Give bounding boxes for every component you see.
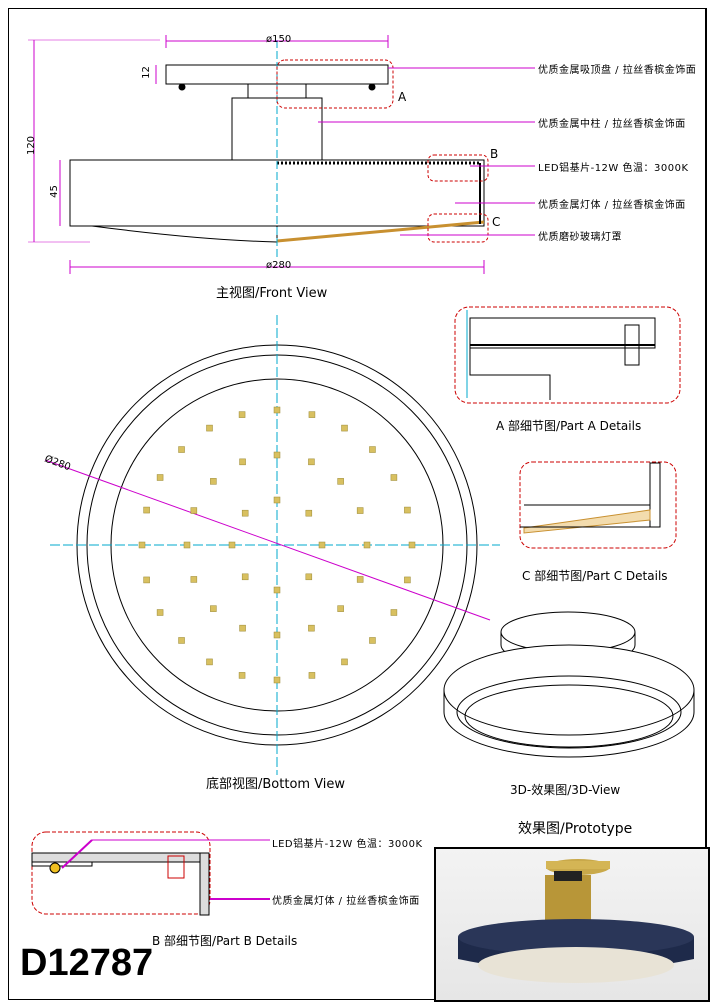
led-chip [308, 458, 315, 466]
led-chip [238, 411, 246, 418]
led-chip [337, 478, 344, 485]
led-chip [390, 609, 398, 616]
led-chip [273, 406, 281, 414]
led-chip [341, 658, 348, 666]
led-chip [408, 541, 416, 549]
prototype-photo [434, 847, 710, 1002]
bottom-view-caption: 底部视图/Bottom View [206, 777, 346, 792]
led-chip [356, 507, 364, 514]
led-chip [156, 474, 164, 481]
note-glass-shade: 优质磨砂玻璃灯罩 [538, 232, 622, 243]
marker-b: B [490, 147, 499, 161]
dim-height-total: 120 [26, 135, 38, 156]
part-b-drawing [31, 831, 270, 916]
part-c-drawing [519, 461, 677, 549]
note-led-board: LED铝基片-12W 色温：3000K [538, 163, 689, 174]
led-chip [210, 605, 217, 612]
bottom-view-drawing [44, 315, 500, 775]
led-chip [239, 458, 246, 466]
dim-height-body: 45 [48, 185, 60, 198]
led-chip [241, 573, 249, 581]
note-lamp-body: 优质金属灯体 / 拉丝香槟金饰面 [538, 200, 686, 211]
led-chip [390, 474, 398, 481]
led-chip [178, 446, 185, 453]
led-chip [341, 424, 348, 432]
led-chip [318, 541, 326, 549]
model-code: D12787 [20, 942, 154, 984]
led-chip [178, 637, 185, 644]
part-a-caption: A 部细节图/Part A Details [496, 419, 642, 433]
led-chip [363, 541, 371, 549]
lamp-photo-illustration [458, 859, 694, 983]
led-chip [210, 478, 217, 485]
3d-view-caption: 3D-效果图/3D-View [510, 783, 621, 797]
led-chip [273, 451, 281, 459]
led-chip [241, 509, 249, 517]
led-chip [273, 631, 281, 639]
dim-width-bottom: ø280 [266, 260, 292, 271]
led-chip [308, 411, 316, 418]
led-chip [308, 672, 316, 679]
led-chip [404, 576, 411, 584]
part-b-caption: B 部细节图/Part B Details [152, 934, 298, 948]
led-chip [356, 576, 364, 583]
led-chip [369, 446, 376, 453]
led-chip [143, 506, 150, 514]
led-chip [156, 609, 164, 616]
drawing-frame [8, 8, 707, 1000]
led-chip [183, 541, 191, 549]
dimension-lines [28, 35, 535, 274]
note-ceiling-plate: 优质金属吸顶盘 / 拉丝香槟金饰面 [538, 65, 697, 76]
dim-height-base: 12 [140, 66, 152, 79]
led-chip [238, 672, 246, 679]
prototype-caption: 效果图/Prototype [518, 821, 633, 837]
part-a-drawing [454, 306, 681, 404]
marker-c: C [492, 215, 501, 229]
3d-view-drawing [443, 611, 695, 758]
led-chip [143, 576, 150, 584]
led-chip [206, 658, 213, 666]
led-chip [273, 676, 281, 684]
led-chip [273, 586, 281, 594]
part-b-note-led: LED铝基片-12W 色温：3000K [272, 839, 423, 850]
led-chip [239, 624, 246, 632]
led-chip [273, 496, 281, 504]
led-chip [369, 637, 376, 644]
led-chip [404, 506, 411, 514]
led-chip [206, 424, 213, 432]
note-center-column: 优质金属中柱 / 拉丝香槟金饰面 [538, 119, 686, 130]
front-view-drawing [69, 40, 489, 260]
led-chip [305, 573, 313, 581]
led-chip [190, 576, 198, 583]
marker-a: A [398, 90, 407, 104]
led-chip [305, 509, 313, 517]
led-chip [190, 507, 198, 514]
front-view-caption: 主视图/Front View [216, 286, 328, 301]
led-chip [228, 541, 236, 549]
led-chip [337, 605, 344, 612]
part-b-note-body: 优质金属灯体 / 拉丝香槟金饰面 [272, 896, 420, 907]
dim-width-top: ø150 [266, 34, 292, 45]
part-c-caption: C 部细节图/Part C Details [522, 569, 668, 583]
led-chip [308, 624, 315, 632]
led-chip [138, 541, 146, 549]
